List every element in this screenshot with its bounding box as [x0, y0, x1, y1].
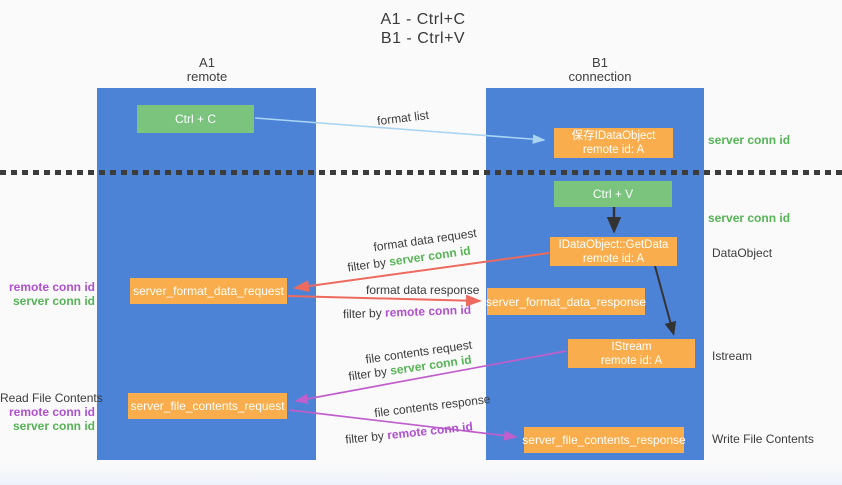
node-save-idataobject-line1: 保存IDataObject — [571, 130, 656, 142]
label-format-data-response: format data response — [366, 283, 480, 297]
node-idataobject-getdata-line2: remote id: A — [582, 252, 645, 265]
node-server-file-contents-request: server_file_contents_request — [128, 393, 287, 419]
lane-b1-subtitle: connection — [568, 69, 632, 84]
lane-header-b1: B1 connection — [530, 56, 670, 84]
node-server-file-contents-request-label: server_file_contents_request — [130, 399, 285, 413]
server-conn-id-label: server conn id — [12, 294, 95, 308]
lane-b1-name: B1 — [592, 55, 608, 70]
lane-a1-name: A1 — [199, 55, 215, 70]
label-file-contents-response: file contents response — [373, 391, 492, 421]
annotation-server-conn-id-top: server conn id — [708, 133, 791, 147]
title-line-2: B1 - Ctrl+V — [380, 30, 466, 47]
phase-divider-dotted-line — [0, 170, 842, 175]
annotation-read-file-contents: Read File Contents remote conn id server… — [0, 391, 103, 433]
node-ctrl-c-label: Ctrl + C — [174, 112, 216, 126]
node-server-file-contents-response: server_file_contents_response — [522, 427, 686, 453]
title-line-1: A1 - Ctrl+C — [380, 11, 466, 28]
node-istream-line2: remote id: A — [600, 354, 663, 367]
node-istream: IStream remote id: A — [568, 339, 695, 368]
server-conn-id-label: server conn id — [12, 419, 95, 433]
filter-by-text: filter by — [342, 305, 382, 322]
filter-by-text: filter by — [344, 428, 385, 447]
filter-by-text: filter by — [347, 364, 388, 384]
node-ctrl-c: Ctrl + C — [137, 105, 254, 133]
node-server-format-data-request-label: server_format_data_request — [133, 284, 284, 298]
label-filter-format-response: filter by remote conn id — [343, 303, 471, 321]
annotation-dataobject: DataObject — [712, 246, 773, 260]
filter-by-text: filter by — [346, 255, 387, 275]
node-server-format-data-response-label: server_format_data_response — [485, 294, 647, 309]
remote-conn-id-text: remote conn id — [384, 302, 472, 320]
lane-a1-subtitle: remote — [186, 69, 228, 84]
lane-header-a1: A1 remote — [137, 56, 277, 84]
read-file-contents-label: Read File Contents — [0, 391, 103, 405]
annotation-format-conn-ids: remote conn id server conn id — [0, 280, 95, 308]
remote-conn-id-text: remote conn id — [386, 419, 474, 443]
annotation-write-file-contents: Write File Contents — [712, 432, 814, 446]
node-server-file-contents-response-label: server_file_contents_response — [522, 433, 686, 447]
node-save-idataobject-line2: remote id: A — [582, 144, 645, 156]
node-ctrl-v: Ctrl + V — [554, 181, 672, 207]
node-ctrl-v-label: Ctrl + V — [592, 187, 634, 201]
node-server-format-data-request: server_format_data_request — [130, 278, 287, 304]
node-server-format-data-response: server_format_data_response — [485, 288, 647, 315]
node-istream-line1: IStream — [611, 340, 652, 353]
diagram-title: A1 - Ctrl+C B1 - Ctrl+V — [323, 10, 523, 48]
annotation-istream: Istream — [712, 349, 753, 363]
node-idataobject-getdata-line1: IDataObject::GetData — [558, 238, 669, 251]
label-filter-file-response: filter by remote conn id — [345, 419, 474, 446]
node-idataobject-getdata: IDataObject::GetData remote id: A — [550, 237, 677, 266]
label-format-list: format list — [376, 107, 430, 129]
node-save-idataobject: 保存IDataObject remote id: A — [554, 128, 673, 158]
annotation-server-conn-id-mid: server conn id — [708, 211, 791, 225]
remote-conn-id-label: remote conn id — [8, 405, 95, 419]
remote-conn-id-label: remote conn id — [8, 280, 95, 294]
